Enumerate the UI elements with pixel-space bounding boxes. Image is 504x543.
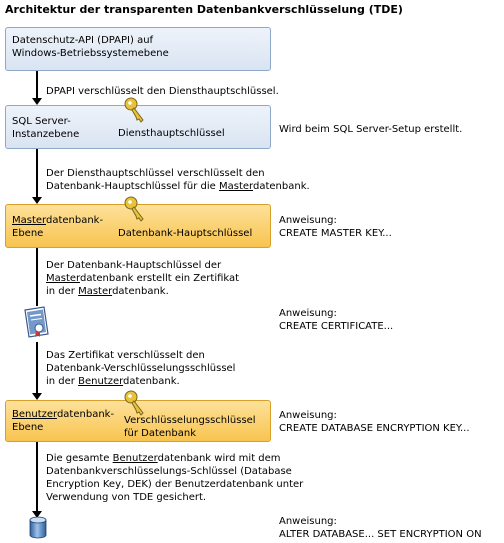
dpapi-label: Datenschutz-API (DPAPI) auf Windows-Betr… bbox=[12, 34, 169, 60]
setup-note: Wird beim SQL Server-Setup erstellt. bbox=[279, 124, 463, 135]
dpapi-line1: Datenschutz-API (DPAPI) auf bbox=[12, 35, 154, 46]
user-line1-u: Benutzer bbox=[12, 409, 57, 420]
note-1-label: Anweisung: bbox=[279, 215, 337, 226]
connector-4 bbox=[36, 342, 38, 393]
step-4-text: Das Zertifikat verschlüsselt den Datenba… bbox=[46, 349, 296, 388]
dek-label-line1: Verschlüsselungsschlüssel bbox=[124, 415, 256, 426]
arrowhead-1 bbox=[32, 98, 42, 105]
database-master-key-label: Datenbank-Hauptschlüssel bbox=[118, 228, 253, 239]
user-line2: Ebene bbox=[12, 422, 44, 433]
user-line1-rest: datenbank- bbox=[56, 409, 115, 420]
dek-label-line2: für Datenbank bbox=[124, 428, 196, 439]
user-db-box: Benutzerdatenbank- Ebene Verschlüsselung… bbox=[5, 390, 271, 442]
dpapi-line2: Windows-Betriebssystemebene bbox=[12, 48, 169, 59]
connector-5 bbox=[36, 442, 38, 512]
key-icon bbox=[124, 390, 144, 416]
master-db-box: Masterdatenbank- Ebene Datenbank-Hauptsc… bbox=[5, 196, 271, 248]
key-icon bbox=[124, 97, 144, 123]
note-4: Anweisung: ALTER DATABASE... SET ENCRYPT… bbox=[279, 515, 482, 541]
master-line1: Masterdatenbank- bbox=[12, 214, 103, 227]
sql-instance-label: SQL Server- Instanzebene bbox=[12, 115, 79, 141]
master-line1-rest: datenbank- bbox=[45, 215, 104, 226]
step-4-line3: in der Benutzerdatenbank. bbox=[46, 375, 296, 388]
step-3-line3: in der Masterdatenbank. bbox=[46, 285, 296, 298]
step-5-line1-a: Die gesamte bbox=[46, 453, 113, 464]
arrowhead-2 bbox=[32, 197, 42, 204]
master-db-label: Masterdatenbank- Ebene bbox=[12, 214, 103, 240]
note-4-label: Anweisung: bbox=[279, 516, 337, 527]
step-5-line3: Encryption Key, DEK) der Benutzerdatenba… bbox=[46, 479, 304, 490]
step-3-line2-u: Master bbox=[46, 273, 80, 284]
note-3-statement: CREATE DATABASE ENCRYPTION KEY... bbox=[279, 423, 470, 434]
step-2-line2: Datenbank-Hauptschlüssel für die Masterd… bbox=[46, 180, 310, 193]
certificate-icon bbox=[24, 306, 49, 338]
arrowhead-5 bbox=[32, 511, 42, 518]
sql-line1: SQL Server- bbox=[12, 116, 71, 127]
step-5-line1-u: Benutzer bbox=[112, 453, 158, 464]
note-3: Anweisung: CREATE DATABASE ENCRYPTION KE… bbox=[279, 409, 470, 435]
dpapi-box: Datenschutz-API (DPAPI) auf Windows-Betr… bbox=[5, 27, 271, 71]
step-5-text: Die gesamte Benutzerdatenbank wird mit d… bbox=[46, 452, 304, 504]
user-line1: Benutzerdatenbank- bbox=[12, 408, 114, 421]
note-2: Anweisung: CREATE CERTIFICATE... bbox=[279, 307, 393, 333]
step-5-line1-b: datenbank wird mit dem bbox=[157, 453, 281, 464]
step-3-line3-u: Master bbox=[78, 286, 113, 297]
sql-instance-box: SQL Server- Instanzebene Diensthauptschl… bbox=[5, 97, 271, 149]
step-4-line3-b: datenbank. bbox=[123, 376, 180, 387]
database-encryption-key-label: Verschlüsselungsschlüssel für Datenbank bbox=[124, 414, 256, 440]
sql-line2: Instanzebene bbox=[12, 129, 80, 140]
step-3-line1: Der Datenbank-Hauptschlüssel der bbox=[46, 260, 222, 271]
note-1: Anweisung: CREATE MASTER KEY... bbox=[279, 214, 392, 240]
note-1-statement: CREATE MASTER KEY... bbox=[279, 228, 392, 239]
connector-1 bbox=[36, 71, 38, 98]
diagram-title: Architektur der transparenten Datenbankv… bbox=[5, 3, 403, 16]
connector-2 bbox=[36, 149, 38, 197]
note-2-label: Anweisung: bbox=[279, 308, 337, 319]
step-2-line1: Der Diensthauptschlüssel verschlüsselt d… bbox=[46, 168, 265, 179]
step-1-text: DPAPI verschlüsselt den Diensthauptschlü… bbox=[46, 86, 279, 97]
note-2-statement: CREATE CERTIFICATE... bbox=[279, 321, 394, 332]
database-icon bbox=[29, 516, 47, 539]
service-master-key-label: Diensthauptschlüssel bbox=[118, 128, 225, 139]
step-2-line2-b: datenbank. bbox=[253, 181, 310, 192]
step-3-line3-b: datenbank. bbox=[112, 286, 169, 297]
step-5-line2: Datenbankverschlüsselungs-Schlüssel (Dat… bbox=[46, 466, 292, 477]
master-line1-u: Master bbox=[12, 215, 46, 226]
step-2-text: Der Diensthauptschlüssel verschlüsselt d… bbox=[46, 167, 310, 193]
note-3-label: Anweisung: bbox=[279, 410, 337, 421]
step-4-line3-u: Benutzer bbox=[78, 376, 124, 387]
step-4-line1: Das Zertifikat verschlüsselt den bbox=[46, 350, 205, 361]
step-5-line1: Die gesamte Benutzerdatenbank wird mit d… bbox=[46, 452, 296, 465]
step-4-line3-a: in der bbox=[46, 376, 79, 387]
master-line2: Ebene bbox=[12, 228, 44, 239]
step-3-line3-a: in der bbox=[46, 286, 79, 297]
step-2-line2-a: Datenbank-Hauptschlüssel für die bbox=[46, 181, 220, 192]
step-4-line2: Datenbank-Verschlüsselungsschlüssel bbox=[46, 363, 236, 374]
step-2-line2-u: Master bbox=[219, 181, 253, 192]
step-3-line2: Masterdatenbank erstellt ein Zertifikat bbox=[46, 272, 296, 285]
arrowhead-4 bbox=[32, 393, 42, 400]
user-db-label: Benutzerdatenbank- Ebene bbox=[12, 408, 114, 434]
key-icon bbox=[124, 196, 144, 222]
connector-3 bbox=[36, 248, 38, 306]
step-5-line4: Verwendung von TDE gesichert. bbox=[46, 492, 207, 503]
step-3-text: Der Datenbank-Hauptschlüssel der Masterd… bbox=[46, 259, 296, 298]
step-3-line2-b: datenbank erstellt ein Zertifikat bbox=[79, 273, 240, 284]
note-4-statement: ALTER DATABASE... SET ENCRYPTION ON bbox=[279, 529, 482, 540]
